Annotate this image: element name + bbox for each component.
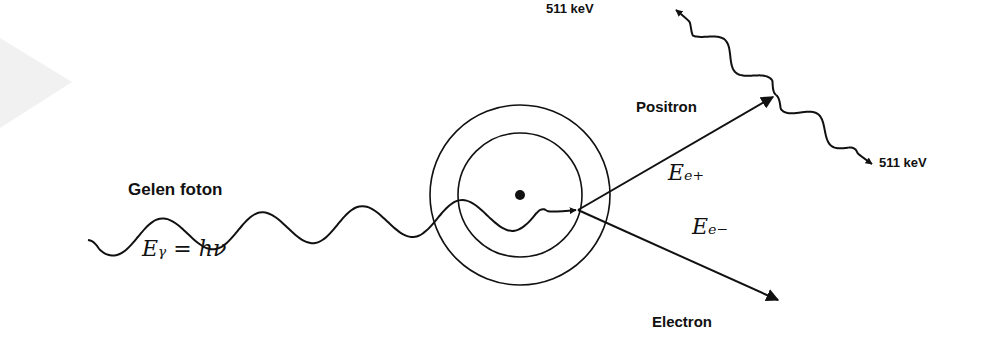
electron-track — [578, 210, 778, 300]
energy-equation: Eᵧ = hν — [142, 236, 226, 261]
energy-symbol: Eₑ₋ — [692, 214, 728, 239]
positron-track — [578, 97, 773, 210]
nucleus — [515, 190, 525, 200]
energy-label: 511 keV — [879, 156, 927, 171]
inner-shell — [458, 133, 582, 257]
outer-shell — [430, 105, 610, 285]
annihilation-photon — [676, 10, 776, 95]
energy-symbol: Eₑ₊ — [668, 160, 704, 185]
particle-label: Positron — [636, 98, 697, 115]
particle-label: Electron — [652, 313, 712, 330]
photon-label: Gelen foton — [128, 180, 222, 200]
annihilation-photon — [776, 95, 872, 164]
energy-label: 511 keV — [546, 2, 594, 17]
background-shape — [0, 38, 72, 128]
